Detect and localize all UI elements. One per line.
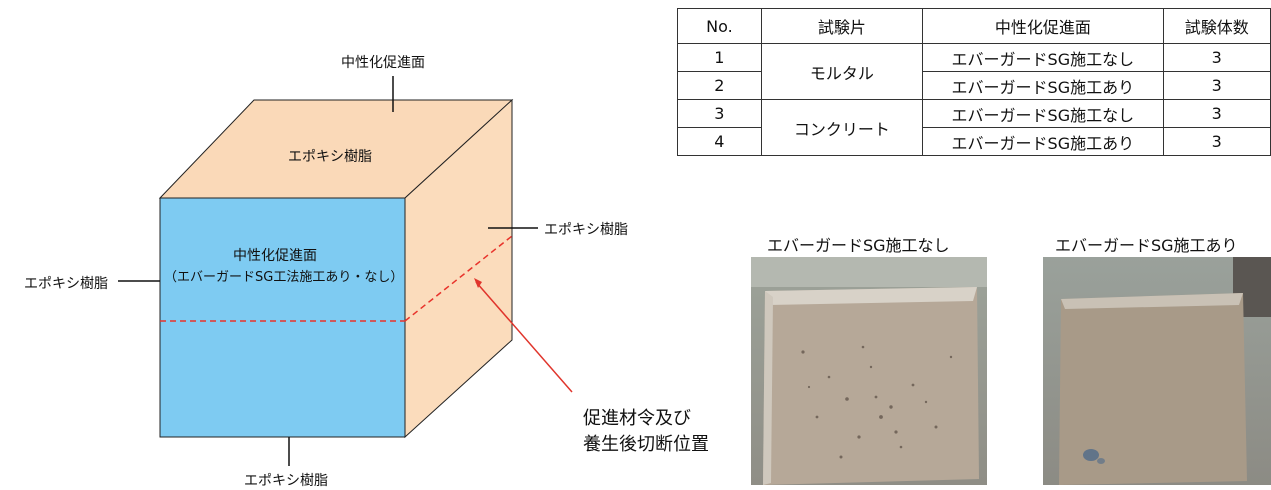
photo-without-sg (751, 257, 987, 485)
table-row: 2 エバーガードSG施工あり 3 (677, 71, 1271, 100)
photo-with-sg (1043, 257, 1271, 485)
header-no: No. (677, 8, 762, 44)
top-label: 中性化促進面 (341, 55, 425, 71)
specimen-table: No. 試験片 中性化促進面 試験体数 1 モルタル エバーガードSG施工なし … (677, 8, 1271, 156)
cell-no: 1 (677, 43, 762, 72)
right-label: エポキシ樹脂 (544, 222, 628, 238)
cell-face: エバーガードSG施工あり (922, 71, 1164, 100)
cell-count: 3 (1162, 99, 1271, 128)
cell-face: エバーガードSG施工なし (922, 99, 1164, 128)
photo-with-sg-image (1043, 257, 1271, 485)
table-row: 1 モルタル エバーガードSG施工なし 3 (677, 43, 1271, 100)
cell-no: 4 (677, 127, 762, 156)
cell-no: 2 (677, 71, 762, 100)
arrow-head (474, 278, 482, 288)
cell-count: 3 (1162, 71, 1271, 100)
cut-position-label-line1: 促進材令及び (583, 408, 691, 429)
cell-count: 3 (1162, 127, 1271, 156)
header-count: 試験体数 (1162, 8, 1271, 44)
cell-no: 3 (677, 99, 762, 128)
header-face: 中性化促進面 (922, 8, 1164, 44)
left-label: エポキシ樹脂 (24, 276, 108, 292)
front-face-line2: （エバーガードSG工法施工あり・なし） (164, 270, 404, 285)
bottom-label: エポキシ樹脂 (244, 473, 328, 489)
photo-without-sg-image (751, 257, 987, 485)
table-row: 4 エバーガードSG施工あり 3 (677, 127, 1271, 156)
cell-face: エバーガードSG施工なし (922, 43, 1164, 72)
front-face-line1: 中性化促進面 (233, 248, 317, 264)
header-specimen: 試験片 (760, 8, 924, 44)
cut-position-label-line2: 養生後切断位置 (583, 434, 709, 455)
cut-position-arrow (475, 281, 573, 393)
cell-face: エバーガードSG施工あり (922, 127, 1164, 156)
cell-specimen: モルタル (760, 43, 924, 100)
photo-title-without-sg: エバーガードSG施工なし (767, 236, 950, 255)
cell-count: 3 (1162, 43, 1271, 72)
photo-title-with-sg: エバーガードSG施工あり (1055, 236, 1238, 255)
cube-front-face (159, 197, 406, 438)
top-face-label: エポキシ樹脂 (288, 149, 372, 165)
table-row: 3 コンクリート エバーガードSG施工なし 3 (677, 99, 1271, 156)
cell-specimen: コンクリート (760, 99, 924, 156)
cut-line-side (404, 235, 513, 322)
